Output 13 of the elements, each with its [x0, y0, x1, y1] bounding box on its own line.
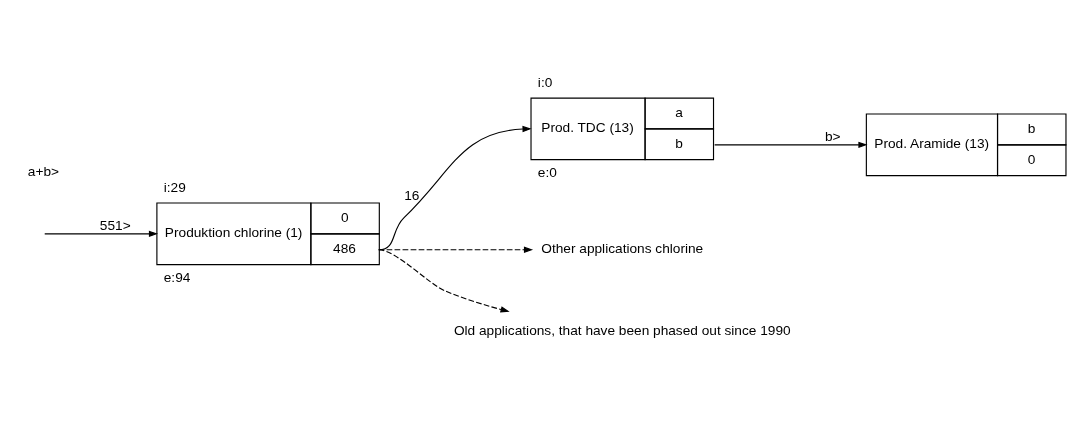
- edge-label: 16: [404, 188, 420, 204]
- node-text: Other applications chlorine: [541, 241, 704, 257]
- edge-label: b>: [824, 128, 841, 144]
- node-text: Old applications, that have been phased out since 1990: [453, 323, 791, 339]
- edge-label: 551>: [99, 217, 131, 233]
- arrow: [714, 141, 868, 149]
- node-label: e:94: [163, 270, 191, 286]
- label: a+b>: [27, 163, 59, 179]
- node-label: i:29: [163, 180, 186, 196]
- arrow: [44, 230, 159, 237]
- node-label: i:0: [537, 75, 553, 91]
- arrow: [378, 249, 510, 313]
- node-label: e:0: [537, 165, 557, 181]
